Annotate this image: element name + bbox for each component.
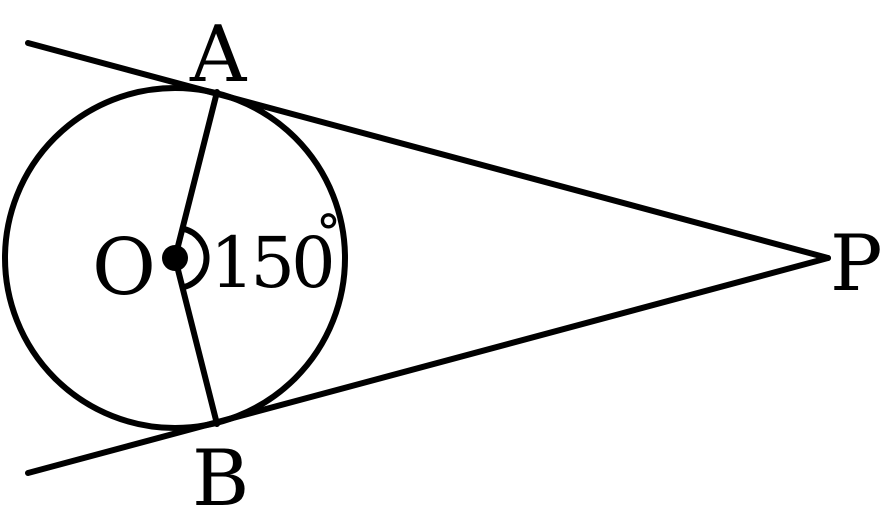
angle-arc-aob bbox=[180, 225, 210, 291]
label-point-b: B bbox=[192, 434, 249, 524]
circle bbox=[2, 85, 348, 431]
label-point-a: A bbox=[189, 10, 248, 100]
label-point-o: O bbox=[92, 223, 156, 313]
tangent-line-pa bbox=[25, 40, 831, 261]
label-degree-symbol: ° bbox=[316, 204, 341, 262]
tangent-line-pb bbox=[25, 255, 831, 476]
label-angle-value: 150 bbox=[210, 222, 332, 304]
label-point-p: P bbox=[830, 219, 882, 309]
center-point-o bbox=[162, 245, 188, 271]
